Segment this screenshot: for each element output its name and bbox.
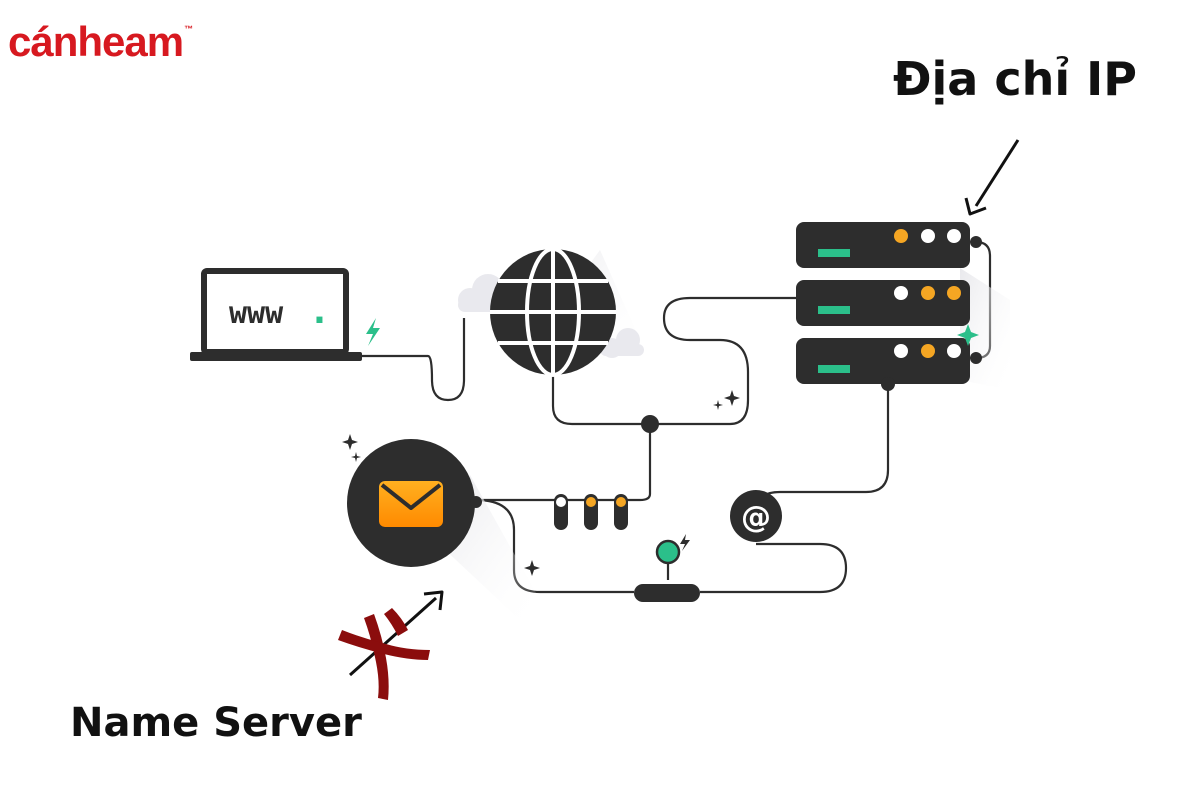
- lightning-icon: [366, 318, 380, 346]
- sparkle-icon: [957, 324, 979, 346]
- laptop-icon: www .: [190, 268, 380, 361]
- junction-node: [641, 415, 659, 433]
- name-server-label: Name Server: [70, 700, 362, 746]
- envelope-icon: [347, 439, 540, 620]
- server-unit-3: [796, 338, 970, 384]
- laptop-screen-dot: .: [313, 292, 326, 332]
- server-rack-icon: [796, 222, 1010, 391]
- network-switch: [634, 534, 700, 602]
- line-globe-email: [476, 370, 652, 502]
- arrow-to-name-server: [348, 590, 444, 677]
- x-mark-icon: [338, 608, 430, 700]
- toggle-switches: [554, 494, 628, 530]
- globe-icon: [458, 247, 644, 377]
- at-sign-glyph: @: [741, 500, 771, 535]
- laptop-screen-text: www: [229, 296, 284, 331]
- sparkles: [342, 390, 740, 576]
- line-laptop-globe: [362, 318, 466, 402]
- arrow-to-ip: [964, 139, 1020, 216]
- line-switch-at: [700, 542, 848, 594]
- brand-trademark: ™: [184, 24, 193, 34]
- brand-logo-text: cánheam: [8, 18, 184, 65]
- line-globe-server: [650, 296, 796, 426]
- at-sign-icon: @: [730, 490, 782, 542]
- server-unit-2: [796, 280, 970, 326]
- server-unit-1: [796, 222, 970, 268]
- line-at-server: [754, 384, 890, 513]
- ip-address-label: Địa chỉ IP: [893, 52, 1137, 106]
- brand-logo: cánheam™: [8, 18, 193, 66]
